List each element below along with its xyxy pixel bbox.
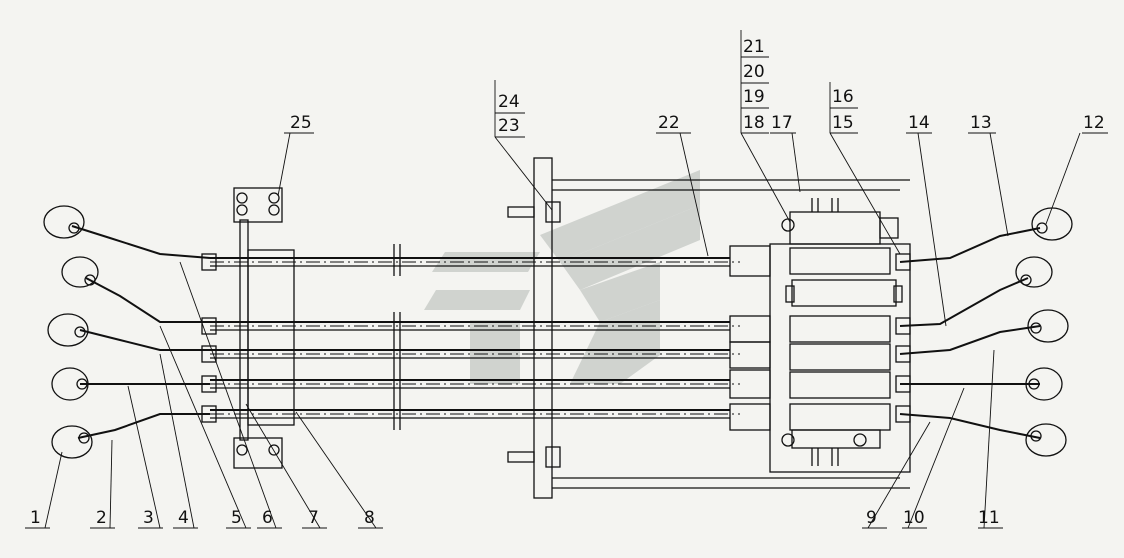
clevis-joints — [201, 253, 911, 423]
right-levers — [899, 207, 1073, 457]
label-6: 6 — [262, 508, 273, 528]
label-5: 5 — [231, 508, 242, 528]
label-8: 8 — [364, 508, 375, 528]
part-labels: 1 2 3 4 5 6 7 8 9 10 11 25 22 17 14 13 1… — [30, 37, 1105, 528]
label-23: 23 — [498, 116, 520, 136]
label-2: 2 — [96, 508, 107, 528]
label-16: 16 — [832, 87, 854, 107]
label-4: 4 — [178, 508, 189, 528]
center-plate — [507, 157, 910, 499]
label-25: 25 — [290, 113, 312, 133]
leader-lines — [25, 30, 1108, 529]
label-11: 11 — [978, 508, 1000, 528]
label-17: 17 — [771, 113, 793, 133]
label-20: 20 — [743, 62, 765, 82]
label-12: 12 — [1083, 113, 1105, 133]
valve-block — [729, 198, 911, 473]
label-14: 14 — [908, 113, 930, 133]
label-15: 15 — [832, 113, 854, 133]
label-24: 24 — [498, 92, 520, 112]
label-13: 13 — [970, 113, 992, 133]
label-3: 3 — [143, 508, 154, 528]
control-rods — [210, 244, 740, 430]
label-7: 7 — [308, 508, 319, 528]
label-10: 10 — [903, 508, 925, 528]
left-bracket — [233, 187, 295, 469]
label-19: 19 — [743, 87, 765, 107]
label-18: 18 — [743, 113, 765, 133]
watermark-logo — [424, 170, 700, 384]
label-1: 1 — [30, 508, 41, 528]
left-levers — [43, 205, 211, 459]
label-9: 9 — [866, 508, 877, 528]
label-22: 22 — [658, 113, 680, 133]
label-21: 21 — [743, 37, 765, 57]
